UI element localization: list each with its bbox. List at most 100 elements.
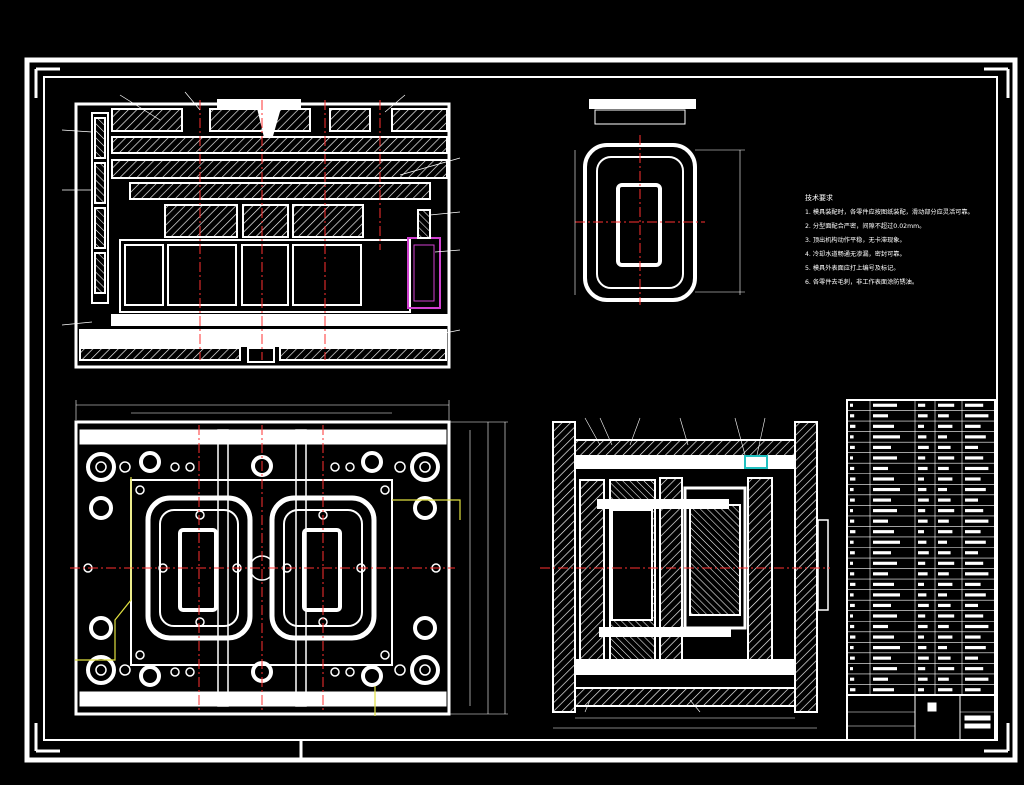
bom-cell-mark [938, 487, 947, 492]
part-detail-view [574, 99, 745, 305]
bom-cell-mark [918, 667, 926, 671]
note-line: 6. 各零件去毛刺，非工作表面涂防锈油。 [805, 278, 918, 286]
bom-cell-mark [873, 498, 891, 502]
bom-cell-mark [938, 656, 951, 660]
bom-cell-mark [938, 530, 953, 534]
bom-cell-mark [873, 561, 897, 565]
side-section-view [540, 417, 830, 729]
bom-cell-mark [918, 414, 928, 418]
bom-cell-mark [938, 603, 951, 608]
bom-cell-mark [850, 509, 853, 513]
bom-cell-mark [965, 519, 989, 523]
bom-cell-mark [873, 667, 897, 671]
bom-cell-mark [938, 551, 951, 555]
bom-cell-mark [938, 519, 949, 523]
bom-cell-mark [938, 624, 949, 629]
bom-cell-mark [850, 624, 855, 629]
bom-cell-mark [938, 667, 955, 671]
bom-cell-mark [850, 456, 853, 460]
bom-cell-mark [873, 445, 891, 449]
bom-cell-mark [965, 614, 984, 618]
bom-cell-mark [850, 614, 853, 618]
bom-cell-mark [873, 509, 897, 513]
bom-cell-mark [938, 677, 949, 681]
bom-cell-mark [918, 593, 927, 597]
bom-cell-mark [918, 551, 929, 555]
bom-cell-mark [873, 635, 894, 639]
bom-cell-mark [938, 572, 949, 576]
bom-cell-mark [938, 466, 949, 471]
bom-cell-mark [965, 561, 984, 565]
bom-cell-mark [965, 624, 989, 629]
bom-cell-mark [918, 677, 928, 681]
bom-cell-mark [873, 677, 888, 681]
title-block [846, 694, 996, 741]
bom-cell-mark [918, 445, 929, 449]
bom-cell-mark [918, 403, 926, 407]
bom-cell-mark [873, 603, 891, 608]
bom-cell-mark [918, 540, 927, 544]
bom-cell-mark [938, 688, 953, 692]
bom-cell-mark [850, 603, 855, 608]
bom-cell-mark [850, 498, 855, 502]
bom-cell-mark [938, 540, 947, 544]
bom-cell-mark [850, 414, 855, 418]
bom-cell-mark [965, 603, 978, 608]
bom-cell-mark [965, 424, 981, 428]
bom-cell-mark [873, 403, 897, 407]
bom-cell-mark [873, 540, 900, 544]
bom-cell-mark [873, 688, 894, 692]
bom-cell-mark [918, 624, 928, 629]
bom-cell-mark [938, 614, 955, 618]
bom-cell-mark [938, 477, 953, 481]
bom-cell-mark [918, 646, 927, 650]
bom-cell-mark [965, 456, 984, 460]
bom-cell-mark [918, 561, 926, 565]
bom-cell-mark [965, 509, 984, 513]
bom-cell-mark [873, 646, 900, 650]
bom-cell-mark [873, 582, 894, 586]
notes-title: 技术要求 [805, 193, 833, 202]
bom-cell-mark [873, 456, 897, 460]
bom-cell-mark [918, 477, 924, 481]
plan-view [70, 400, 508, 716]
technical-notes: 技术要求 1. 模具装配时，各零件应按图纸装配，滑动部分应灵活可靠。 2. 分型… [805, 193, 974, 286]
bom-cell-mark [873, 614, 897, 618]
bom-cell-mark [918, 603, 929, 608]
bom-cell-mark [850, 540, 854, 544]
bom-cell-mark [918, 498, 929, 502]
bom-cell-mark [850, 646, 854, 650]
bom-cell-mark [938, 414, 949, 418]
bom-cell-mark [873, 414, 888, 418]
bom-cell-mark [850, 572, 855, 576]
bom-cell-mark [965, 688, 981, 692]
bom-cell-mark [965, 667, 984, 671]
bom-cell-mark [873, 487, 900, 492]
bom-cell-mark [850, 551, 855, 555]
bom-cell-mark [938, 456, 955, 460]
bom-cell-mark [850, 435, 854, 439]
bom-cell-mark [938, 445, 951, 449]
bill-of-materials [846, 399, 996, 741]
bom-cell-mark [965, 435, 986, 439]
bom-cell-mark [965, 498, 978, 502]
bom-cell-mark [918, 435, 927, 439]
bom-cell-mark [850, 519, 855, 523]
bom-cell-mark [965, 593, 986, 597]
bom-cell-mark [850, 582, 856, 586]
note-line: 5. 模具外表面应打上编号及标记。 [805, 264, 900, 272]
bom-cell-mark [918, 614, 926, 618]
note-line: 4. 冷却水道畅通无渗漏，密封可靠。 [805, 250, 906, 258]
bom-cell-mark [850, 466, 855, 471]
bom-cell-mark [873, 477, 894, 481]
bom-cell-mark [918, 656, 929, 660]
bom-cell-mark [873, 424, 894, 428]
section-view-top [61, 91, 461, 369]
bom-cell-mark [918, 487, 927, 492]
bom-cell-mark [938, 646, 947, 650]
bom-cell-mark [873, 624, 888, 629]
bom-cell-mark [850, 487, 854, 492]
drawing-frame [24, 57, 1018, 763]
bom-cell-mark [965, 646, 986, 650]
